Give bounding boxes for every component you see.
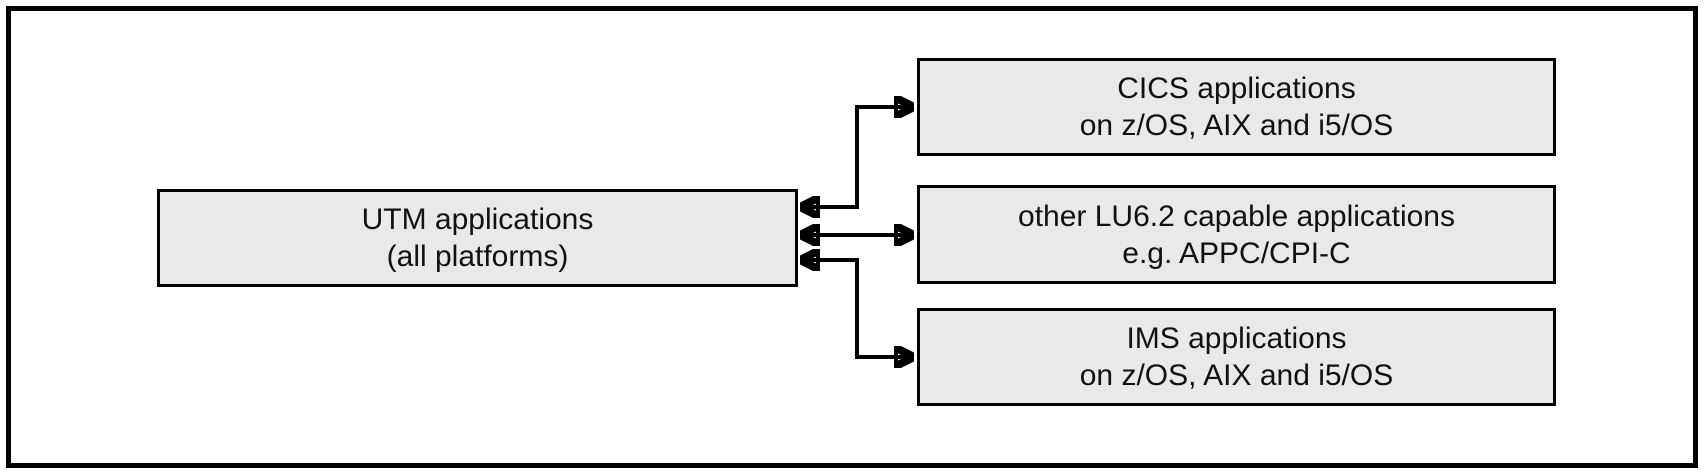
node-cics-applications: CICS applications on z/OS, AIX and i5/OS bbox=[917, 58, 1556, 156]
node-label-line1: other LU6.2 capable applications bbox=[1018, 199, 1455, 233]
node-label-line2: on z/OS, AIX and i5/OS bbox=[1079, 359, 1394, 392]
node-label-line1: UTM applications bbox=[361, 203, 594, 236]
node-label-line1: CICS applications bbox=[1117, 72, 1356, 105]
node-utm-applications: UTM applications (all platforms) bbox=[157, 189, 798, 287]
node-lu62-applications: other LU6.2 capable applications e.g. AP… bbox=[917, 185, 1556, 284]
node-ims-applications: IMS applications on z/OS, AIX and i5/OS bbox=[917, 308, 1556, 406]
node-label-line2: on z/OS, AIX and i5/OS bbox=[1079, 109, 1394, 142]
node-label-line2: (all platforms) bbox=[386, 240, 569, 273]
node-label-line2: e.g. APPC/CPI-C bbox=[1122, 236, 1351, 270]
outer-border bbox=[6, 6, 1698, 468]
node-label-line1: IMS applications bbox=[1126, 322, 1347, 355]
